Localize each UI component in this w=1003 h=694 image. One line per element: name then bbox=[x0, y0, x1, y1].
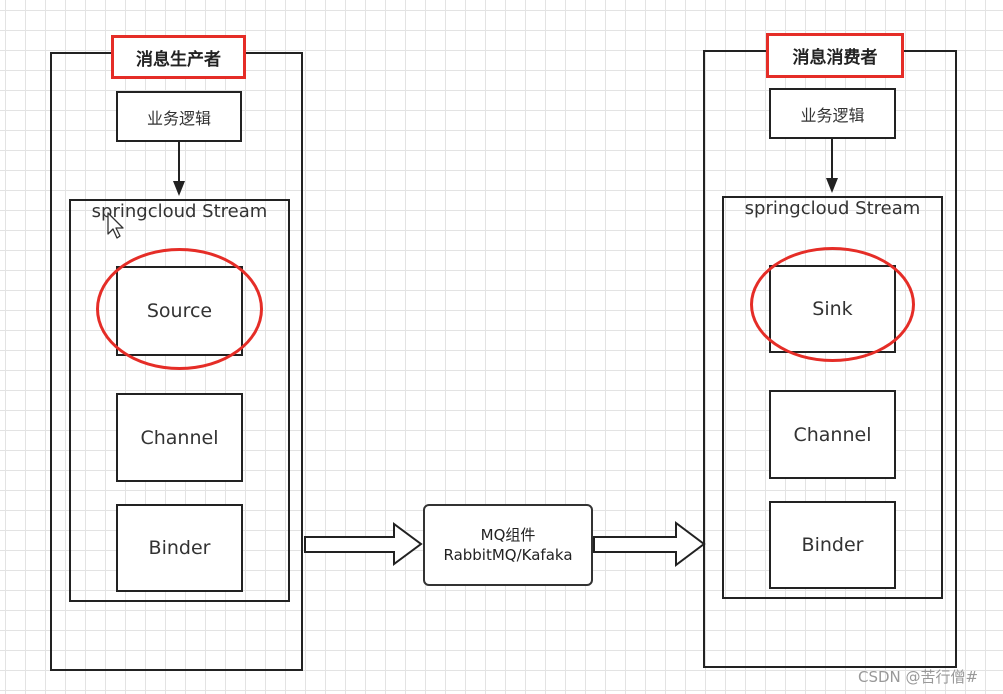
producer-channel-box: Channel bbox=[116, 393, 243, 482]
producer-source-highlight bbox=[96, 248, 263, 370]
mq-component-products: RabbitMQ/Kafaka bbox=[443, 546, 573, 564]
producer-stream-label: springcloud Stream bbox=[91, 201, 268, 222]
consumer-binder-box: Binder bbox=[769, 501, 896, 589]
consumer-logic-down-arrow bbox=[826, 139, 838, 193]
producer-business-logic-box: 业务逻辑 bbox=[116, 91, 242, 142]
csdn-watermark: CSDN @苦行僧# bbox=[858, 668, 979, 686]
producer-title: 消息生产者 bbox=[111, 35, 246, 79]
mq-component-box: MQ组件 RabbitMQ/Kafaka bbox=[423, 504, 593, 586]
mq-component-label: MQ组件 bbox=[480, 526, 536, 544]
consumer-stream-label: springcloud Stream bbox=[744, 198, 921, 219]
consumer-stream-container bbox=[722, 196, 943, 599]
producer-binder-box: Binder bbox=[116, 504, 243, 592]
mq-to-consumer-arrow bbox=[593, 521, 706, 567]
consumer-channel-box: Channel bbox=[769, 390, 896, 479]
producer-logic-down-arrow bbox=[173, 142, 185, 196]
consumer-title: 消息消费者 bbox=[766, 33, 904, 78]
mouse-cursor-icon bbox=[107, 212, 124, 239]
producer-stream-container bbox=[69, 199, 290, 602]
producer-to-mq-arrow bbox=[304, 522, 423, 566]
consumer-business-logic-box: 业务逻辑 bbox=[769, 88, 896, 139]
consumer-sink-highlight bbox=[750, 247, 915, 362]
